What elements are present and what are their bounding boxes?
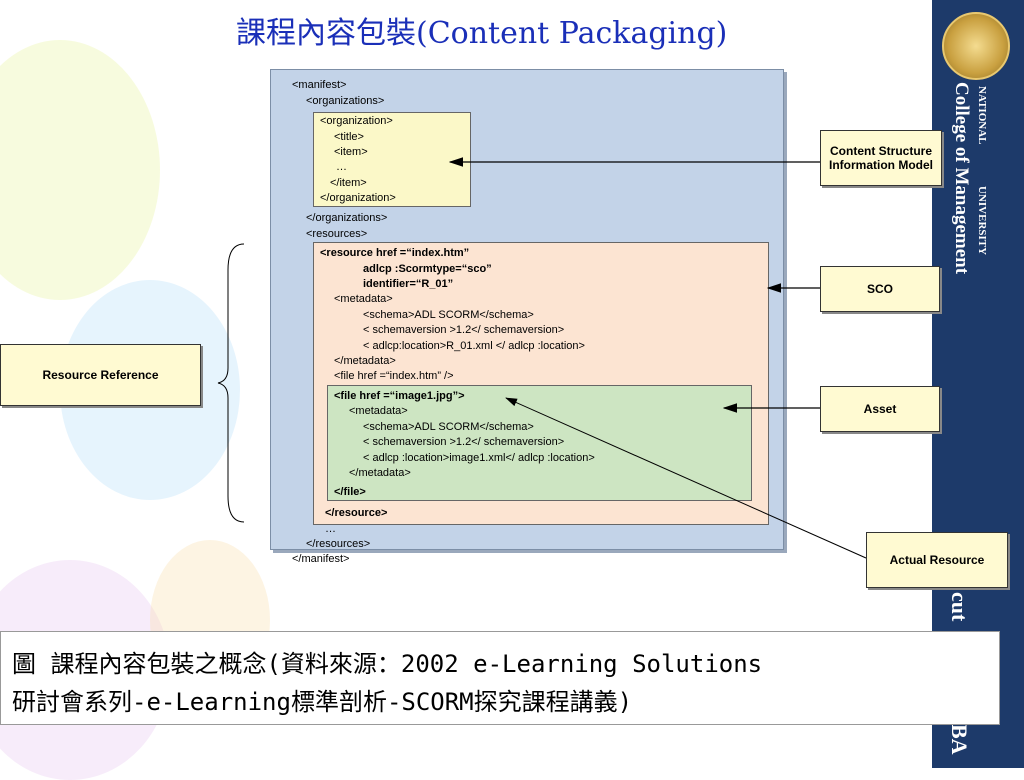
resource-line: <file href =“index.htm” />: [334, 370, 454, 382]
resource-line: < schemaversion >1.2</ schemaversion>: [363, 324, 565, 336]
manifest-close: </manifest>: [292, 553, 350, 565]
callout-sco: SCO: [820, 266, 940, 312]
resource-close: </resource>: [325, 507, 388, 519]
file-line: < schemaversion >1.2</ schemaversion>: [363, 436, 565, 448]
file-line: </metadata>: [349, 467, 411, 479]
background-balloon: [0, 40, 160, 300]
org-line: <organization>: [320, 115, 393, 127]
org-line: <item>: [334, 146, 368, 158]
file-line: </file>: [334, 486, 366, 498]
file-box: [327, 385, 752, 501]
slide-title: 課程內容包裝(Content Packaging): [236, 16, 728, 51]
callout-actual-resource: Actual Resource: [866, 532, 1008, 588]
org-line: </organization>: [320, 192, 396, 204]
file-line: <file href =“image1.jpg”>: [334, 390, 465, 402]
file-line: < adlcp :location>image1.xml</ adlcp :lo…: [363, 452, 595, 464]
resource-line: <schema>ADL SCORM</schema>: [363, 309, 534, 321]
resources-close: </resources>: [306, 538, 371, 550]
org-line: </item>: [330, 177, 367, 189]
file-line: <schema>ADL SCORM</schema>: [363, 421, 534, 433]
sidebar-text-national: NATIONAL: [976, 86, 988, 145]
resources-open: <resources>: [306, 228, 368, 240]
manifest-open: <manifest>: [292, 79, 347, 91]
resource-line: <resource href =“index.htm”: [320, 247, 470, 259]
org-line: …: [336, 161, 347, 173]
organizations-close: </organizations>: [306, 212, 388, 224]
sidebar-text-college: College of Management: [951, 82, 972, 275]
arrow-actual-resource: [505, 397, 867, 559]
sidebar-text-bottom1: cut: [947, 592, 972, 622]
organizations-open: <organizations>: [306, 95, 385, 107]
caption-line-1: 圖 課程內容包裝之概念(資料來源：2002 e-Learning Solutio…: [12, 650, 763, 678]
file-line: <metadata>: [349, 405, 408, 417]
caption-line-2: 研討會系列-e-Learning標準剖析-SCORM探究課程講義): [12, 688, 633, 716]
resource-line: identifier=“R_01”: [363, 278, 454, 290]
organization-box: [313, 112, 471, 207]
callout-resource-reference: Resource Reference: [0, 344, 201, 406]
resource-line: < adlcp:location>R_01.xml </ adlcp :loca…: [363, 340, 585, 352]
brace: [217, 243, 245, 523]
university-seal-icon: [942, 12, 1010, 80]
figure-caption: [0, 631, 1000, 725]
sidebar-text-university: UNIVERSITY: [976, 186, 988, 256]
callout-asset: Asset: [820, 386, 940, 432]
org-line: <title>: [334, 131, 364, 143]
sidebar-text-bottom2: BA: [947, 724, 972, 755]
callout-content-structure: Content Structure Information Model: [820, 130, 942, 186]
resource-line: <metadata>: [334, 293, 393, 305]
resource-line: adlcp :Scormtype=“sco”: [363, 263, 492, 275]
resource-line: </metadata>: [334, 355, 396, 367]
resources-ellipsis: …: [325, 523, 336, 535]
